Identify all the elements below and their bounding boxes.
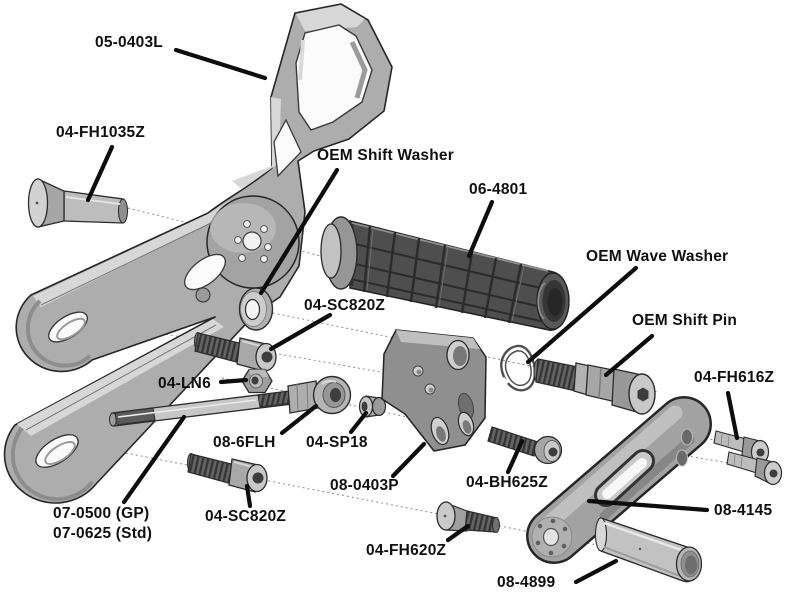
part-label-07-0500: 07-0500 (GP) 07-0625 (Std) [53,504,152,544]
part-oem-wave-washer [500,344,537,392]
part-04-SC820Z-upper [194,332,277,372]
part-04-SC820Z-lower [187,453,268,493]
part-label-04-FH620Z: 04-FH620Z [366,542,447,559]
part-04-FH1035Z [27,177,129,228]
part-08-4899 [594,517,703,583]
hex-socket [756,448,765,457]
part-label-04-SC820Z-lower: 04-SC820Z [205,508,287,525]
hex-socket [548,447,558,457]
part-06-4801 [320,216,570,331]
part-04-SP18 [358,395,387,418]
part-label-04-FH1035Z: 04-FH1035Z [56,124,146,141]
heel-guard-opening [295,24,373,131]
hex-socket [769,469,778,478]
arm-slot [594,449,655,507]
part-oem-shift-pin [533,358,656,415]
part-label-04-LN6: 04-LN6 [158,375,211,392]
part-label-08-0403P: 08-0403P [330,477,399,494]
part-label-oem-shift-washer: OEM Shift Washer [317,147,454,164]
leader-08-6FLH [279,403,319,436]
part-label-05-0403L: 05-0403L [95,34,163,51]
part-label-07-0500-line1: 07-0500 (GP) [53,505,150,522]
bracket-hub [206,195,300,289]
leader-06-4801 [466,199,495,259]
leader-oem-shift-washer [258,167,340,296]
leader-07-0500 [121,414,187,505]
part-label-04-SP18: 04-SP18 [306,434,368,451]
leader-lines [85,47,740,585]
part-08-4145 [526,396,712,564]
leader-oem-wave-washer [525,265,639,365]
leader-oem-shift-pin [603,333,655,378]
part-oem-shift-washer [238,287,274,331]
part-label-08-4145: 08-4145 [714,502,773,519]
part-04-BH625Z [487,426,563,465]
part-08-0403P [381,329,487,452]
hex-socket [261,351,273,363]
leader-04-SC820Z-upper [268,312,333,352]
part-04-FH620Z [436,501,500,533]
part-label-08-4899: 08-4899 [497,574,556,591]
part-label-08-6FLH: 08-6FLH [213,434,276,451]
leader-04-FH1035Z [85,144,115,203]
leader-04-SC820Z-lower [244,483,253,509]
part-label-oem-shift-pin: OEM Shift Pin [632,312,738,329]
leader-08-4899 [573,558,619,585]
part-label-06-4801: 06-4801 [469,181,528,198]
hex-socket [637,387,649,402]
arm-hub [531,516,573,558]
footpeg-bore [536,272,570,330]
part-04-FH616Z [713,430,783,486]
leader-05-0403L [173,47,268,81]
leader-04-LN6 [218,377,249,385]
leader-04-FH620Z [445,523,471,543]
part-label-04-SC820Z-upper: 04-SC820Z [304,297,386,314]
bracket-kidney-slot [184,253,226,291]
leader-04-FH616Z [725,390,740,441]
part-label-04-BH625Z: 04-BH625Z [466,474,548,491]
part-label-oem-wave-washer: OEM Wave Washer [586,248,729,265]
leader-04-BH625Z [505,438,525,475]
part-08-6FLH [287,375,352,415]
leader-08-0403P [390,441,427,479]
hex-socket [252,472,264,484]
part-04-LN6 [241,368,273,394]
leader-08-4145 [586,498,710,513]
leader-04-SP18 [348,410,369,435]
bracket-arm-slots [35,311,88,468]
hub-center-hole [242,231,262,251]
part-label-04-FH616Z: 04-FH616Z [694,369,775,386]
part-label-07-0500-line2: 07-0625 (Std) [53,525,153,542]
